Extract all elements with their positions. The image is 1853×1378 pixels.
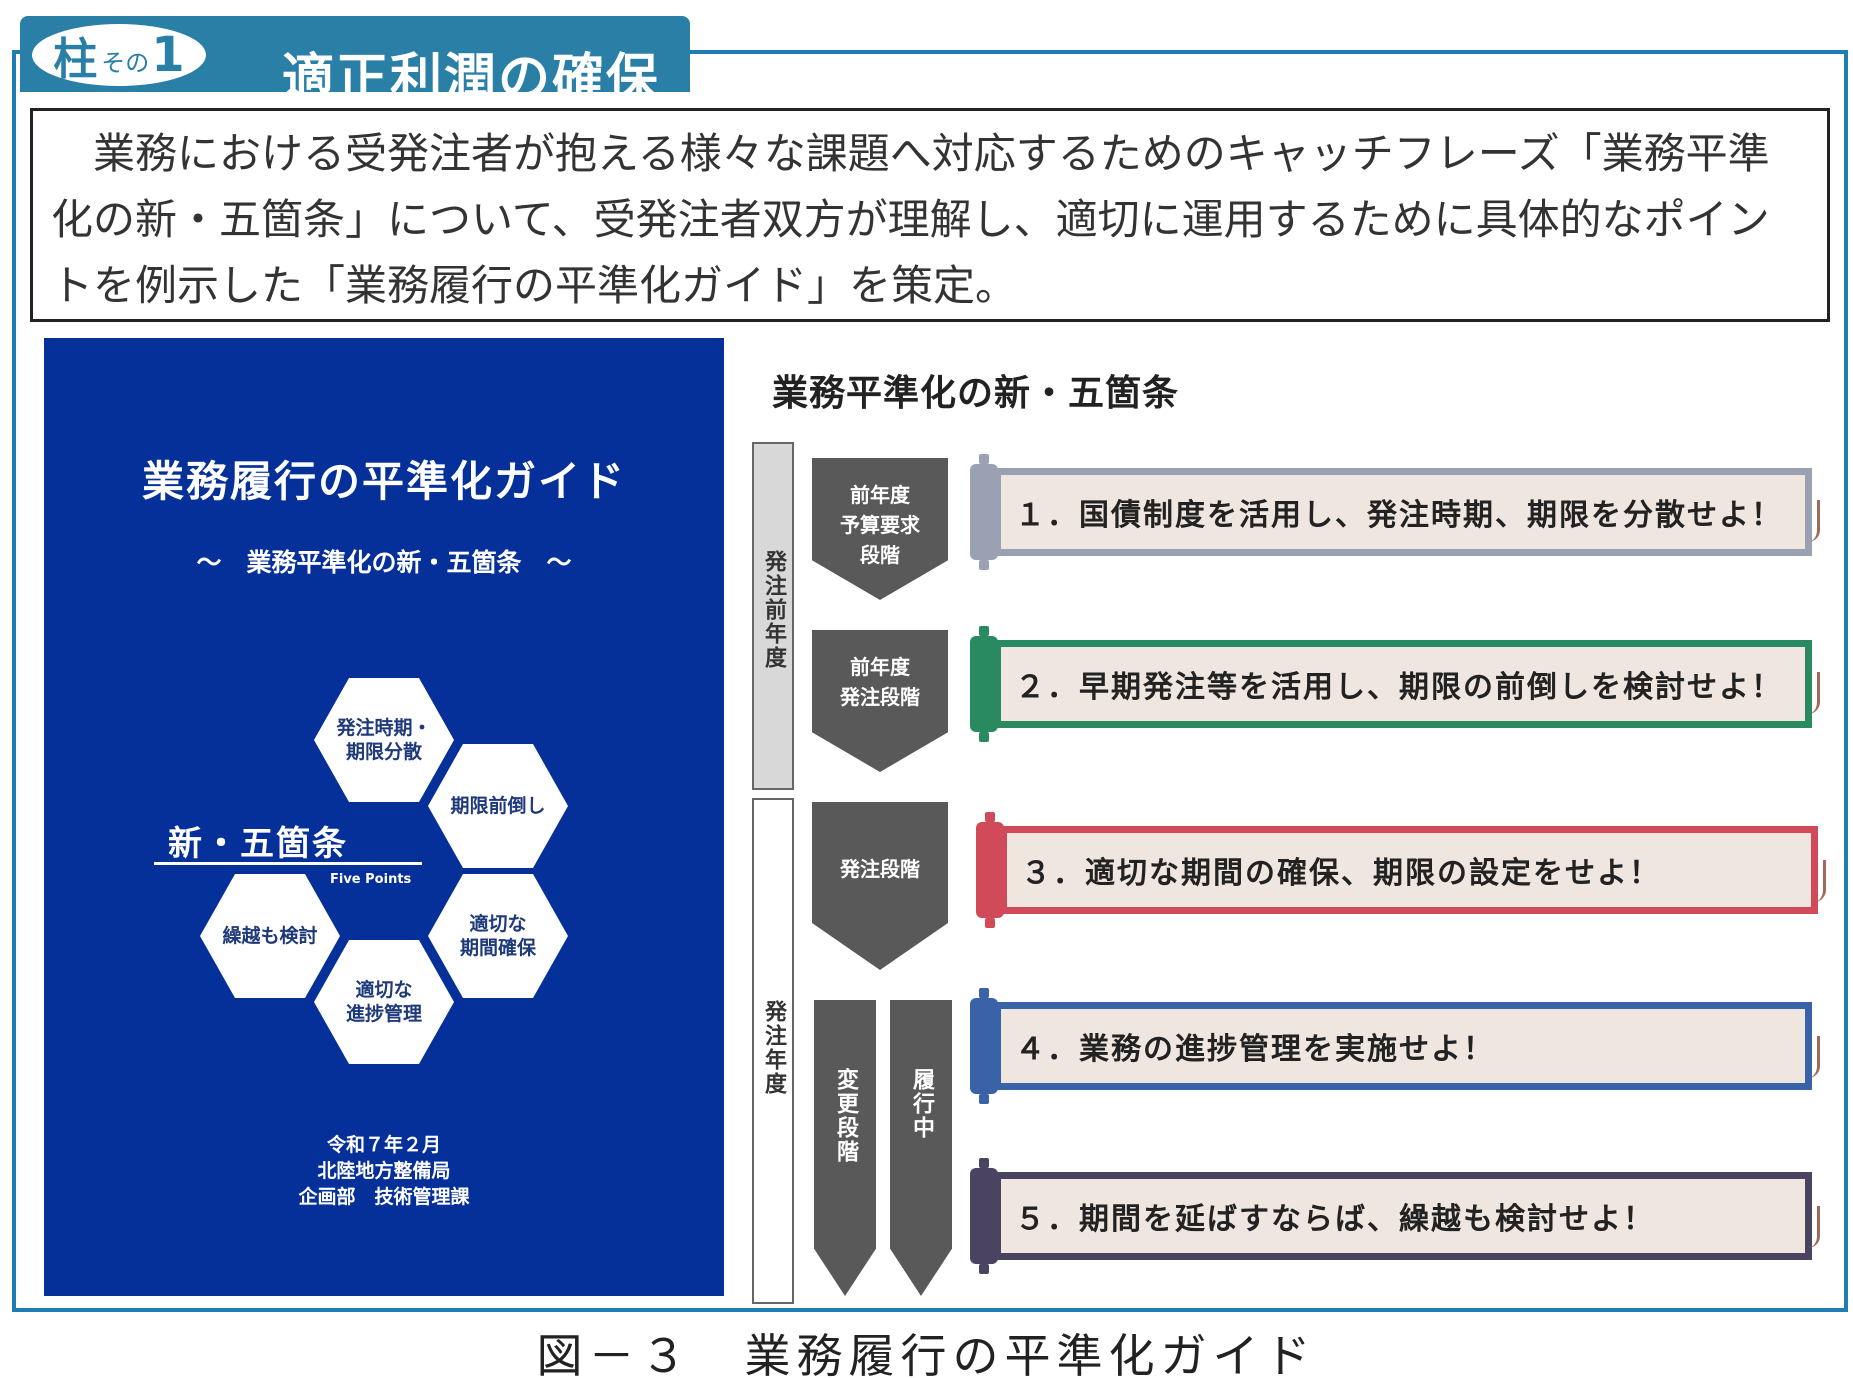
phase-pre-year: 発注前年度 [752, 442, 794, 790]
hex-item: 期限前倒し [428, 744, 568, 868]
stage-in-progress: 履行中 [890, 1000, 952, 1296]
five-point-item-2: ２．早期発注等を活用し、期限の前倒しを検討せよ！ [994, 640, 1812, 728]
pillar-number: 1 [151, 27, 185, 83]
stage-change-label: 変更段階 [833, 1068, 858, 1164]
five-points-title: 新・五箇条 [168, 824, 348, 864]
pillar-char: 柱 [53, 34, 98, 85]
stage-change: 変更段階 [814, 1000, 876, 1296]
scroll-tail [1808, 672, 1820, 714]
header-title: 適正利潤の確保 [282, 49, 661, 109]
scroll-tail [1808, 1036, 1820, 1078]
hex-item: 繰越も検討 [200, 874, 340, 998]
figure-caption: 図－３ 業務履行の平準化ガイド [536, 1329, 1317, 1378]
outer-frame [12, 50, 1848, 1312]
hex-item: 発注時期・ 期限分散 [314, 678, 454, 802]
scroll-tail [1808, 1206, 1820, 1248]
scroll-tail [1814, 860, 1826, 902]
phase-order-year: 発注年度 [752, 798, 794, 1304]
cover-footer: 令和７年２月 北陸地方整備局 企画部 技術管理課 [44, 1132, 724, 1210]
phase-label: 発注前年度 [761, 550, 786, 670]
intro-text: 業務における受発注者が抱える様々な課題へ対応するためのキャッチフレーズ「業務平準… [30, 108, 1830, 322]
diagram-title: 業務平準化の新・五箇条 [772, 373, 1180, 414]
scroll-rod [970, 626, 998, 742]
five-point-item-4: ４．業務の進捗管理を実施せよ！ [994, 1002, 1812, 1090]
scroll-rod [976, 812, 1004, 928]
stage-in-progress-label: 履行中 [909, 1068, 934, 1140]
cover-subtitle: ～ 業務平準化の新・五箇条 ～ [196, 548, 572, 577]
cover-org: 北陸地方整備局 [317, 1160, 451, 1182]
guide-cover: 業務履行の平準化ガイド ～ 業務平準化の新・五箇条 ～ 発注時期・ 期限分散 期… [44, 338, 724, 1296]
cover-title: 業務履行の平準化ガイド [141, 457, 626, 506]
five-points-subtitle: Five Points [330, 872, 412, 887]
five-point-item-5: ５．期間を延ばすならば、繰越も検討せよ！ [994, 1172, 1812, 1260]
five-point-item-3: ３．適切な期間の確保、期限の設定をせよ！ [1000, 826, 1818, 914]
five-points-underline [154, 862, 422, 865]
hex-item: 適切な 期間確保 [428, 874, 568, 998]
five-point-item-1: １．国債制度を活用し、発注時期、期限を分散せよ！ [994, 468, 1812, 556]
scroll-rod [970, 1158, 998, 1274]
hex-item: 適切な 進捗管理 [314, 940, 454, 1064]
cover-date: 令和７年２月 [326, 1134, 441, 1156]
pillar-badge: 柱 その 1 [28, 20, 210, 90]
scroll-rod [970, 454, 998, 570]
cover-dept: 企画部 技術管理課 [298, 1186, 470, 1208]
phase-label: 発注年度 [761, 1000, 786, 1096]
scroll-tail [1808, 500, 1820, 542]
scroll-rod [970, 988, 998, 1104]
pillar-sono: その [101, 48, 150, 77]
